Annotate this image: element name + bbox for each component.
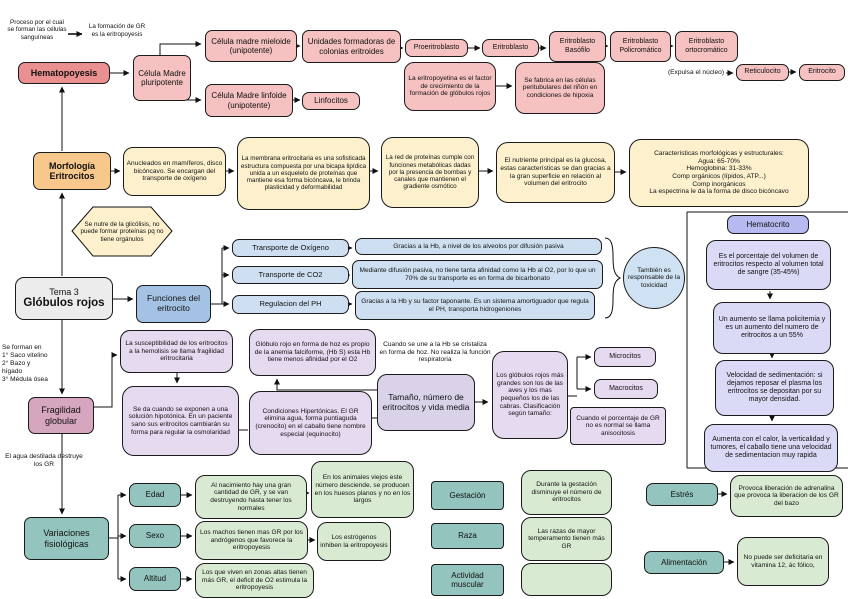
arrow: [159, 41, 202, 55]
node-sexo: Sexo: [129, 524, 181, 548]
node-variaciones-fisiologicas: Variaciones fisiológicas: [24, 517, 109, 560]
note-cristaliza-hoz: Cuando se une a la Hb se cristaliza en f…: [379, 340, 491, 364]
node-eritrocito: Eritrocito: [799, 64, 845, 81]
node-morfologia-eritrocitos: Morfología Eritrocitos: [33, 152, 111, 190]
node-globulos-grandes: Los glóbulos rojos más grandes son los d…: [492, 351, 568, 439]
node-gestacion-disminuye: Durante la gestación disminuye el número…: [521, 470, 612, 515]
connector: [568, 357, 578, 397]
node-estrogenos: Los estrógenos inhiben la eritropoyesis: [317, 522, 391, 561]
node-red-proteinas: La red de proteínas cumple con funciones…: [381, 137, 479, 208]
node-velocidad-sedimentacion: Velocidad de sedimentación: si dejamos r…: [715, 360, 834, 416]
node-vitaminas: No puede ser deficitaria en vitamina 12,…: [737, 537, 829, 586]
node-susceptibilidad-hemolisis: La susceptibilidad de los eritrocitos a …: [120, 330, 233, 373]
note-agua-destilada: El agua destilada destruye los GR: [5, 453, 83, 468]
node-linfocitos: Linfocitos: [302, 92, 360, 110]
node-glicolisis-hexagono: Se nutre de la glicólisis, no puede form…: [80, 220, 164, 243]
node-eritroblasto: Eritroblasto: [482, 39, 539, 57]
arrow: [94, 352, 118, 408]
node-policitemia: Un aumento se llama policitemia y es un …: [713, 302, 831, 354]
connector: [211, 248, 223, 305]
node-solucion-hipotonica: Se da cuando se exponen a una solución h…: [122, 386, 239, 456]
tema3-line1: Tema 3: [49, 286, 79, 297]
node-vacio: [521, 563, 612, 596]
node-macrocitos: Macrocitos: [594, 379, 658, 399]
node-globulo-hoz: Glóbulo rojo en forma de hoz es propio d…: [249, 329, 376, 376]
node-zonas-altas: Los que viven en zonas altas tienen más …: [195, 563, 314, 598]
node-razas-temperamento: Las razas de mayor temperamento tienen m…: [521, 517, 612, 561]
node-nacimiento-gr: Al nacimiento hay una gran cantidad de G…: [195, 475, 307, 519]
brace: [604, 237, 622, 319]
node-funciones-eritrocito: Funciones del eritrocito: [136, 285, 211, 323]
node-hematocrito: Hematocrito: [727, 215, 809, 234]
node-explicacion-oxigeno: Gracias a la Hb, a nivel de los alveolos…: [355, 238, 602, 255]
node-altitud: Altitud: [129, 567, 181, 591]
node-celula-madre-mieloide: Célula madre mieloide (unipotente): [205, 30, 297, 62]
node-explicacion-ph: Gracias a la Hb y su factor taponante. E…: [355, 291, 595, 320]
node-toxicidad-circulo: También es responsable de la toxicidad: [623, 247, 685, 309]
node-transporte-oxigeno: Transporte de Oxígeno: [232, 239, 349, 257]
node-alimentacion: Alimentación: [644, 551, 724, 574]
node-unidades-formadoras: Unidades formadoras de colonias eritroid…: [302, 30, 401, 63]
node-tema3: Tema 3 Glóbulos rojos: [15, 277, 113, 320]
node-hematocrito-porcentaje: Es el porcentaje del volumen de eritroci…: [706, 240, 831, 290]
node-edad: Edad: [129, 483, 181, 507]
note-formacion: La formación de GR es la eritropoyesis: [88, 23, 146, 38]
node-membrana: La membrana eritrocitaria es una sofisti…: [237, 137, 370, 210]
note-se-forman: Se forman en 1° Saco vitelino 2° Bazo y …: [2, 344, 48, 383]
node-fabrica-rinon: Se fabrica en las células peritubulares …: [515, 62, 605, 114]
node-eritroblasto-policromatico: Eritroblasto Policromático: [610, 31, 671, 62]
node-celula-madre-pluripotente: Célula Madre pluripotente: [133, 55, 191, 101]
node-aumenta-calor: Aumenta con el calor, la verticalidad y …: [704, 424, 838, 472]
node-gestacion: Gestación: [431, 481, 504, 510]
tema3-line2: Glóbulos rojos: [23, 297, 105, 310]
node-hematopoyesis: Hematopoyesis: [18, 62, 110, 84]
node-actividad-muscular: Actividad muscular: [431, 564, 504, 596]
node-anucleados: Anucleados en mamíferos, disco bicóncavo…: [123, 147, 226, 196]
node-nutriente-glucosa: El nutriente principal es la glucosa, es…: [496, 142, 615, 203]
node-anisocitosis: Cuando el porcentaje de GR no es normal …: [570, 407, 666, 445]
node-eritroblasto-basofilo: Eritroblasto Basófilo: [549, 31, 606, 62]
note-expulsa-nucleo: (Expulsa el núcleo): [667, 69, 725, 77]
node-explicacion-co2: Mediante difusión pasiva, no tiene tanta…: [352, 260, 603, 289]
node-animales-viejos: En los animales viejos este número desci…: [311, 461, 414, 518]
node-eritropoyetina: La eritropoyetina es el factor de crecim…: [404, 62, 496, 111]
note-proceso: Proceso por el cual se forman las célula…: [7, 18, 67, 41]
node-reticulocito: Reticulocito: [736, 64, 789, 81]
connector: [109, 495, 119, 579]
node-microcitos: Microcitos: [594, 347, 656, 367]
node-regulacion-ph: Regulacion del PH: [232, 295, 349, 314]
node-raza: Raza: [431, 523, 504, 549]
node-transporte-co2: Transporte de CO2: [232, 266, 349, 284]
node-machos-androgenos: Los machos tienen mas GR por los andróge…: [195, 521, 308, 560]
hexagon-shape: [71, 206, 173, 257]
node-eritroblasto-ortocromatico: Eritroblasto ortocromático: [675, 31, 738, 62]
node-fragilidad-globular: Fragilidad globular: [28, 397, 94, 434]
node-condiciones-hipertonicas: Condiciones Hipertónicas. El GR elimina …: [249, 391, 372, 455]
node-proeritroblasto: Proeritroblasto: [405, 39, 468, 57]
node-adrenalina-bazo: Provoca liberación de adrenalina que pro…: [730, 475, 843, 517]
node-celula-madre-linfoide: Célula Madre linfoide (unipotente): [205, 84, 293, 117]
node-caracteristicas-morfologicas: Características morfológicas y estructur…: [629, 139, 809, 207]
node-tamano-numero: Tamaño, número de eritrocitos y vida med…: [377, 374, 475, 431]
node-estres: Estrés: [646, 483, 718, 506]
